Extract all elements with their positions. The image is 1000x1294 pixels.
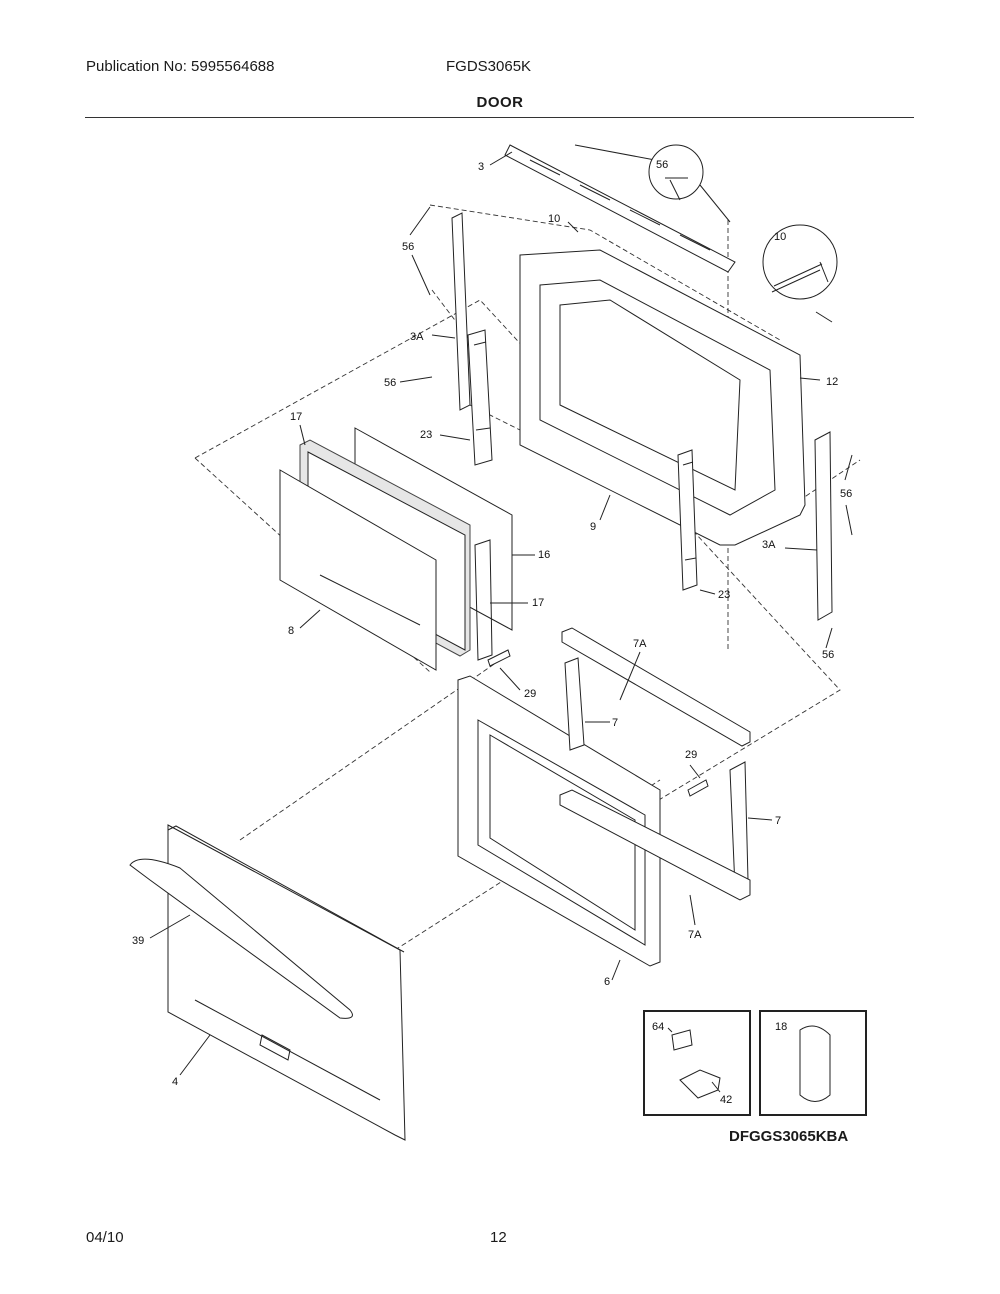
callout-17-bottom: 17 xyxy=(532,597,544,609)
part-glass-pack xyxy=(279,427,513,671)
callout-16: 16 xyxy=(538,549,550,561)
callout-56-left-mid: 56 xyxy=(384,377,396,389)
callout-10: 10 xyxy=(548,213,560,225)
callout-7A-top: 7A xyxy=(633,638,647,650)
header-divider xyxy=(85,117,914,118)
gasket-clip-icon xyxy=(799,1025,831,1102)
part-pin-right xyxy=(687,779,709,797)
screw-leader xyxy=(574,144,656,161)
callout-39: 39 xyxy=(132,935,144,947)
callout-18: 18 xyxy=(775,1021,787,1033)
part-hinge-right xyxy=(677,449,698,591)
callout-56-circle: 56 xyxy=(656,159,668,171)
detail-circle-pin xyxy=(762,224,838,300)
part-door-handle xyxy=(129,858,353,1019)
callout-12: 12 xyxy=(826,376,838,388)
callout-9: 9 xyxy=(590,521,596,533)
callout-7-top: 7 xyxy=(612,717,618,729)
footer-page-number: 12 xyxy=(490,1229,507,1246)
callout-3A-left: 3A xyxy=(410,331,424,343)
part-top-trim xyxy=(504,144,736,273)
callout-7-right: 7 xyxy=(775,815,781,827)
part-door-frame xyxy=(457,675,661,967)
callout-leaders xyxy=(149,151,853,1093)
part-inner-liner xyxy=(519,249,806,546)
page-title: DOOR xyxy=(476,94,524,111)
callout-10-circle: 10 xyxy=(774,231,786,243)
part-hinge-left xyxy=(467,329,493,466)
bracket-icon xyxy=(671,1029,721,1099)
callout-29-left: 29 xyxy=(524,688,536,700)
footer-date: 04/10 xyxy=(86,1229,124,1246)
part-side-trim-right xyxy=(814,431,833,621)
callout-17-top: 17 xyxy=(290,411,302,423)
callout-4: 4 xyxy=(172,1076,178,1088)
pin-leader xyxy=(815,311,833,323)
model-number: FGDS3065K xyxy=(446,58,532,75)
callout-3: 3 xyxy=(478,161,484,173)
diagram-code: DFGGS3065KBA xyxy=(729,1128,849,1145)
callout-23-left: 23 xyxy=(420,429,432,441)
callout-7A-bottom: 7A xyxy=(688,929,702,941)
part-side-trim-left xyxy=(451,212,471,411)
callout-56-left-top: 56 xyxy=(402,241,414,253)
callout-8: 8 xyxy=(288,625,294,637)
callout-6: 6 xyxy=(604,976,610,988)
callout-23-right: 23 xyxy=(718,589,730,601)
callout-56-right-top: 56 xyxy=(840,488,852,500)
part-insulation xyxy=(559,627,751,901)
callout-64: 64 xyxy=(652,1021,664,1033)
part-pin-left xyxy=(487,649,511,667)
callout-3A-right: 3A xyxy=(762,539,776,551)
pin-icon xyxy=(771,261,829,293)
part-outer-door-panel xyxy=(167,824,406,1141)
callout-56-right-bottom: 56 xyxy=(822,649,834,661)
detail-circle-screw xyxy=(648,144,704,200)
callout-42: 42 xyxy=(720,1094,732,1106)
screw-leader xyxy=(699,184,731,223)
screw-icon xyxy=(665,177,688,201)
callout-29-right: 29 xyxy=(685,749,697,761)
publication-number: Publication No: 5995564688 xyxy=(86,58,275,75)
